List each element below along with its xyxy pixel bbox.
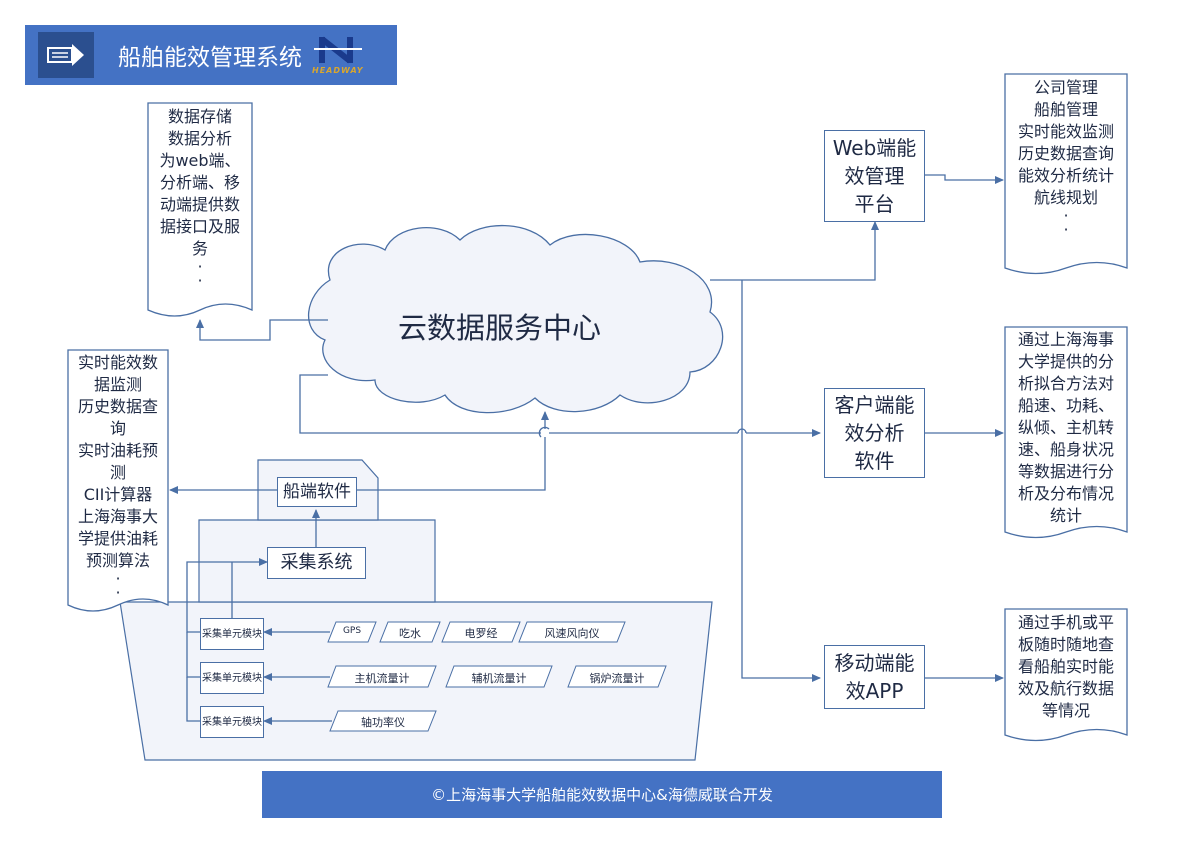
doc-line: 历史数据查询 xyxy=(1017,144,1114,163)
mobile-features-doc: 通过手机或平 板随时随地查 看船舶实时能 效及航行数据 等情况 xyxy=(1006,612,1126,722)
headway-logo-icon xyxy=(310,33,368,79)
doc-line: 通过上海海事 xyxy=(1017,330,1114,349)
doc-line: 学提供油耗 xyxy=(77,529,158,548)
sensor-shaft-power: 轴功率仪 xyxy=(361,716,405,729)
ship-features-doc: 实时能效数 据监测 历史数据查 询 实时油耗预 测 CII计算器 上海海事大 学… xyxy=(69,352,167,602)
web-platform-box: Web端能 效管理 平台 xyxy=(824,130,925,222)
sensor-draft: 吃水 xyxy=(399,627,421,640)
doc-line: 大学提供的分 xyxy=(1017,352,1114,371)
doc-line: 据接口及服 xyxy=(159,217,240,236)
doc-line: 船速、功耗、 xyxy=(1017,396,1114,415)
mobile-app-line: 移动端能 xyxy=(834,651,915,675)
doc-line: 公司管理 xyxy=(1033,78,1098,97)
sensor-wind: 风速风向仪 xyxy=(544,627,600,640)
footer-banner: ©上海海事大学船舶能效数据中心&海德威联合开发 xyxy=(262,771,942,818)
doc-line: · xyxy=(1063,206,1069,225)
cloud-label: 云数据服务中心 xyxy=(398,311,602,345)
web-platform-line: Web端能 xyxy=(832,136,917,160)
doc-line: 实时能效监测 xyxy=(1017,122,1114,141)
doc-line: · xyxy=(115,583,121,602)
doc-line: CII计算器 xyxy=(83,485,153,504)
doc-line: 上海海事大 xyxy=(77,507,158,526)
doc-line: · xyxy=(197,271,203,290)
doc-line: 务 xyxy=(191,239,208,258)
mobile-app-box: 移动端能 效APP xyxy=(824,645,925,709)
client-software-line: 客户端能 xyxy=(834,393,915,417)
headway-logo-text: HEADWAY xyxy=(312,66,364,75)
collection-unit-3: 采集单元模块 xyxy=(200,706,264,738)
web-features-doc: 公司管理 船舶管理 实时能效监测 历史数据查询 能效分析统计 航线规划 · · xyxy=(1006,77,1126,239)
doc-line: 船舶管理 xyxy=(1033,100,1098,119)
doc-line: 预测算法 xyxy=(85,551,150,570)
client-software-line: 效分析 xyxy=(844,421,905,445)
doc-line: 分析端、移 xyxy=(159,173,240,192)
client-features-doc: 通过上海海事 大学提供的分 析拟合方法对 船速、功耗、 纵倾、主机转 速、船身状… xyxy=(1006,329,1126,527)
ship-software-box: 船端软件 xyxy=(277,477,357,507)
doc-line: 等情况 xyxy=(1041,701,1090,720)
doc-line: 为web端、 xyxy=(159,151,241,170)
doc-line: 动端提供数 xyxy=(159,195,240,214)
client-software-line: 软件 xyxy=(854,449,895,473)
collection-system-box: 采集系统 xyxy=(267,547,366,579)
doc-line: · xyxy=(197,257,203,276)
sensor-boiler-flow: 锅炉流量计 xyxy=(589,672,645,685)
doc-line: 航线规划 xyxy=(1033,188,1098,207)
doc-line: · xyxy=(115,569,121,588)
doc-line: 析拟合方法对 xyxy=(1017,374,1114,393)
mobile-app-line: 效APP xyxy=(845,679,904,703)
doc-line: · xyxy=(1063,220,1069,239)
doc-line: 统计 xyxy=(1049,506,1082,525)
doc-line: 速、船身状况 xyxy=(1017,440,1114,459)
doc-line: 板随时随地查 xyxy=(1017,635,1114,654)
doc-line: 纵倾、主机转 xyxy=(1017,418,1114,437)
client-software-box: 客户端能 效分析 软件 xyxy=(824,388,925,478)
doc-line: 数据存储 xyxy=(167,107,232,126)
sensor-main-engine-flow: 主机流量计 xyxy=(354,672,410,685)
doc-line: 实时能效数 xyxy=(77,353,158,372)
doc-line: 析及分布情况 xyxy=(1017,484,1114,503)
doc-line: 据监测 xyxy=(93,375,142,394)
doc-line: 等数据进行分 xyxy=(1017,462,1114,481)
collection-unit-2: 采集单元模块 xyxy=(200,662,264,694)
collection-unit-1: 采集单元模块 xyxy=(200,618,264,650)
sensor-gyro: 电罗经 xyxy=(464,627,498,640)
doc-line: 通过手机或平 xyxy=(1017,613,1114,632)
doc-line: 效及航行数据 xyxy=(1017,679,1114,698)
doc-line: 数据分析 xyxy=(167,129,232,148)
doc-line: 实时油耗预 xyxy=(77,441,158,460)
web-platform-line: 效管理 xyxy=(844,164,905,188)
system-logo-icon xyxy=(38,32,94,78)
sensor-gps: GPS xyxy=(342,626,362,636)
doc-line: 能效分析统计 xyxy=(1017,166,1114,185)
doc-line: 历史数据查 xyxy=(77,397,158,416)
sensor-aux-engine-flow: 辅机流量计 xyxy=(471,672,527,685)
doc-line: 询 xyxy=(109,419,126,438)
doc-line: 看船舶实时能 xyxy=(1017,657,1114,676)
doc-line: 测 xyxy=(109,463,126,482)
cloud-services-doc: 数据存储 数据分析 为web端、 分析端、移 动端提供数 据接口及服 务 · · xyxy=(150,106,250,290)
web-platform-line: 平台 xyxy=(854,192,895,216)
page-title: 船舶能效管理系统 xyxy=(118,45,302,71)
